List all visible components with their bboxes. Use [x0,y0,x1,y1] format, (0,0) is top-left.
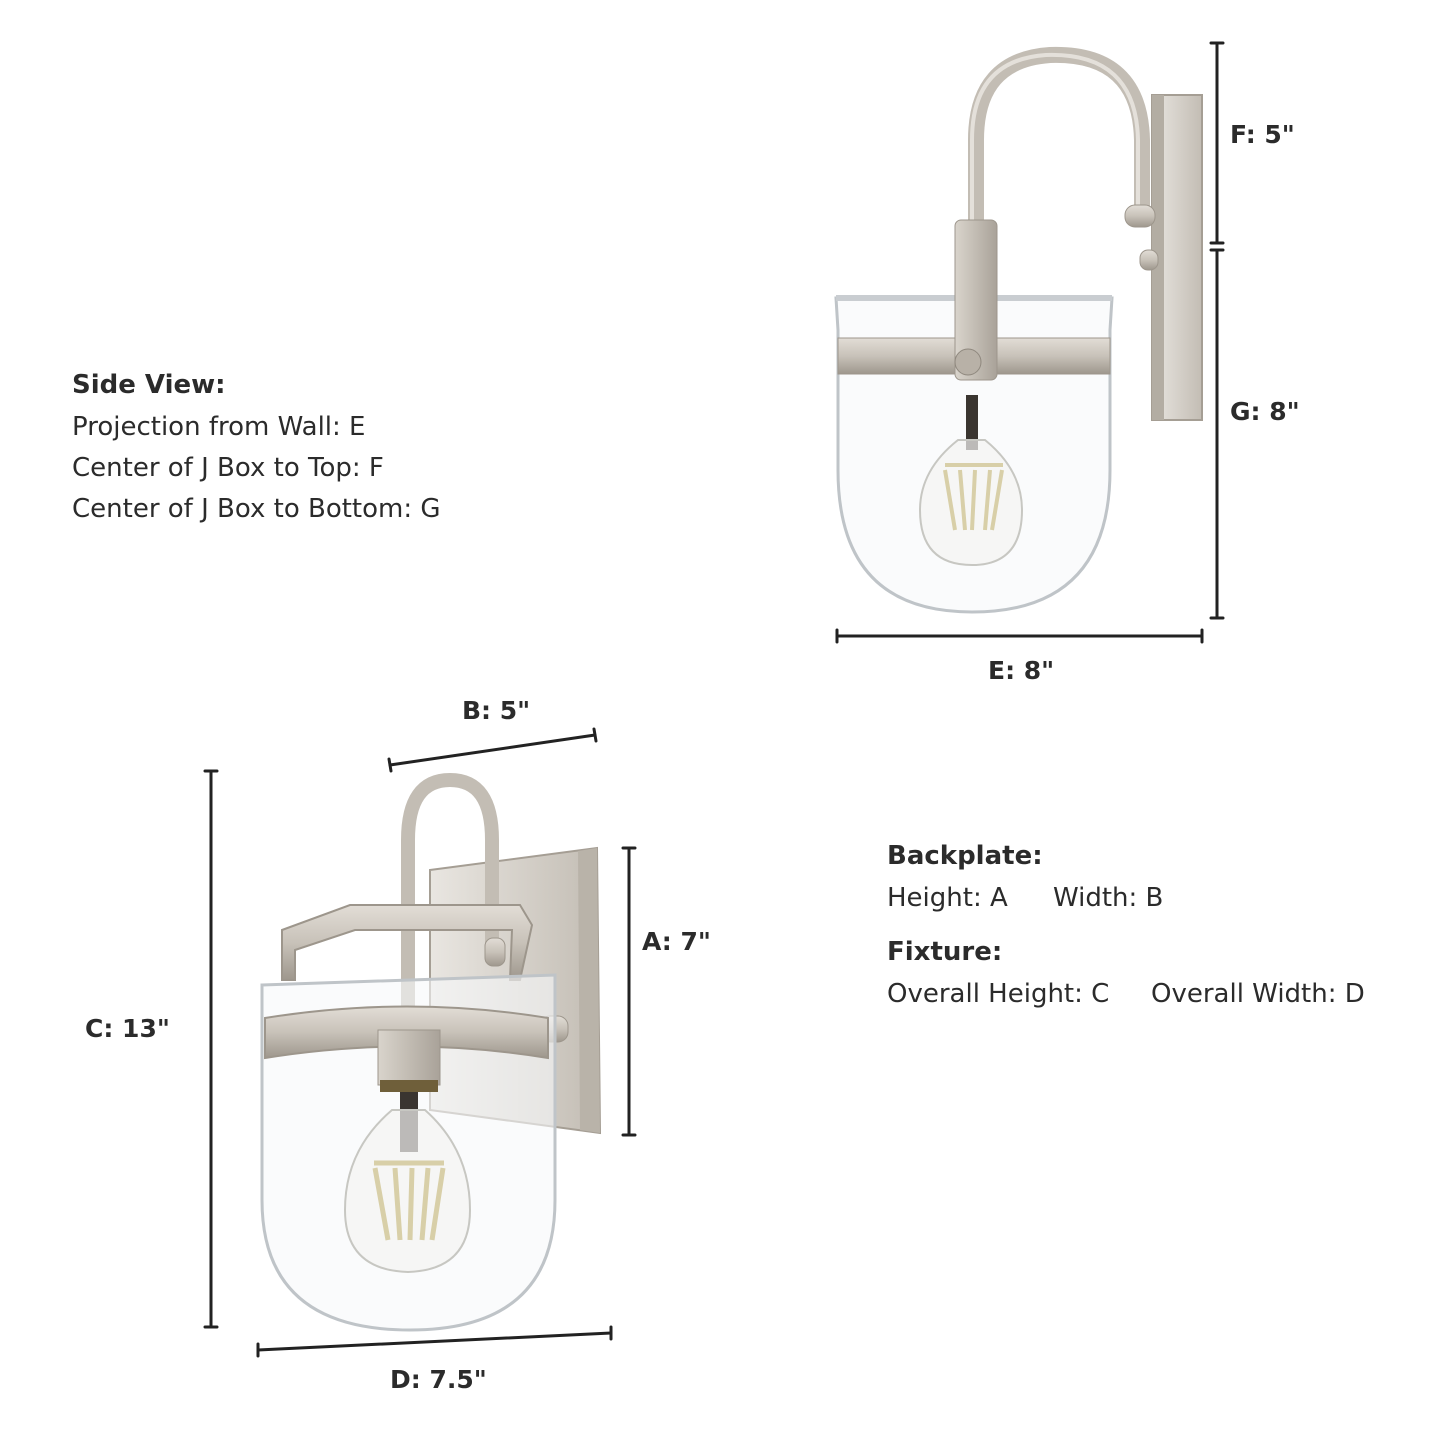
side-view-heading: Side View: [72,370,226,400]
backplate-heading: Backplate: [887,841,1043,871]
dimension-label-a: A: 7" [642,927,711,956]
front-bulb [343,1109,472,1274]
front-view-fixture [260,772,602,1332]
fixture-height: Overall Height: C [887,979,1110,1009]
side-dimension-lines [835,41,1225,644]
front-dimension-lines [203,727,637,1358]
dimension-label-c: C: 13" [85,1014,170,1043]
fixture-heading: Fixture: [887,937,1003,967]
fixture-width: Overall Width: D [1151,979,1365,1009]
side-view-line-top: Center of J Box to Top: F [72,453,384,483]
backplate-width: Width: B [1053,883,1164,913]
dimension-label-e: E: 8" [988,656,1055,685]
dimension-label-b: B: 5" [462,696,531,725]
side-view-fixture [834,46,1203,614]
dimension-label-d: D: 7.5" [390,1365,487,1394]
dimension-label-g: G: 8" [1230,397,1300,426]
dimension-label-f: F: 5" [1230,120,1295,149]
side-arm [968,46,1150,238]
side-hanger [954,219,998,381]
side-view-line-projection: Projection from Wall: E [72,412,366,442]
backplate-height: Height: A [887,883,1008,913]
front-arm [401,772,499,1067]
side-view-line-bottom: Center of J Box to Bottom: G [72,494,441,524]
